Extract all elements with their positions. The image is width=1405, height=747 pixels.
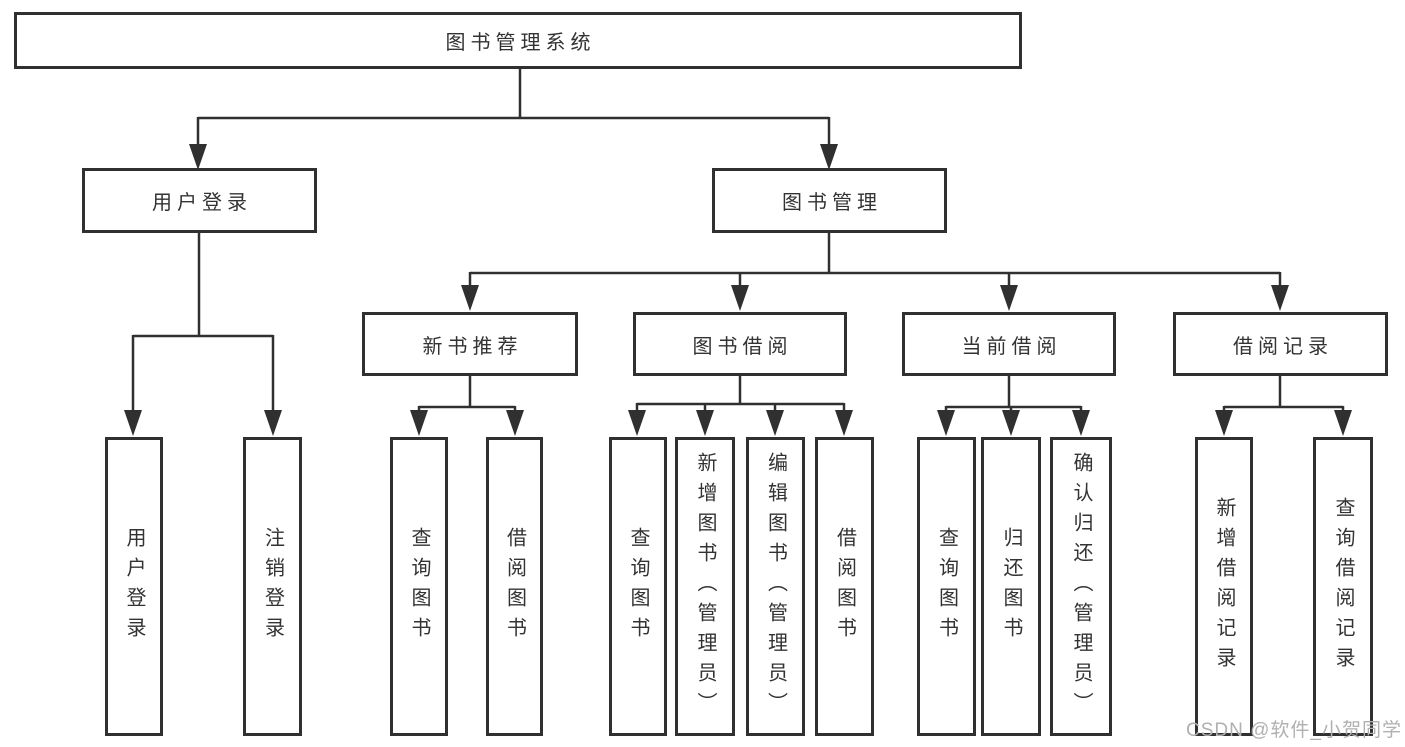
leaf-query-book-recommend: 查询图书: [390, 437, 448, 736]
leaf-return-book-label: 归还图书: [1000, 526, 1022, 647]
node-root-system-label: 图书管理系统: [445, 32, 596, 54]
node-new-book-recommend-label: 新书推荐: [422, 335, 523, 358]
csdn-watermark: CSDN @软件_小贺同学: [1186, 720, 1402, 741]
leaf-logout: 注销登录: [243, 437, 302, 736]
node-borrow-records-label: 借阅记录: [1233, 335, 1333, 358]
leaf-logout-label: 注销登录: [261, 526, 284, 647]
node-book-borrow: 图书借阅: [633, 312, 847, 376]
leaf-query-book-borrow-label: 查询图书: [627, 526, 649, 647]
leaf-query-book-recommend-label: 查询图书: [408, 526, 430, 647]
node-current-borrow-label: 当前借阅: [961, 335, 1062, 358]
node-book-management-module-label: 图书管理: [782, 192, 882, 214]
leaf-borrow-book: 借阅图书: [815, 437, 874, 736]
leaf-user-login: 用户登录: [105, 437, 163, 736]
node-user-login-module-label: 用户登录: [152, 192, 252, 214]
leaf-edit-book-admin: 编辑图书（管理员）: [746, 437, 805, 736]
leaf-query-borrow-record: 查询借阅记录: [1313, 437, 1373, 736]
arrowhead-icons: [124, 144, 1352, 436]
node-new-book-recommend: 新书推荐: [362, 312, 578, 376]
leaf-query-book-current: 查询图书: [917, 437, 976, 736]
leaf-query-book-borrow: 查询图书: [609, 437, 667, 736]
leaf-add-borrow-record: 新增借阅记录: [1195, 437, 1253, 736]
leaf-query-borrow-record-label: 查询借阅记录: [1332, 496, 1354, 677]
leaf-return-book: 归还图书: [981, 437, 1041, 736]
leaf-user-login-label: 用户登录: [123, 526, 145, 647]
leaf-confirm-return-admin-label: 确认归还（管理员）: [1070, 451, 1092, 722]
node-book-borrow-label: 图书借阅: [692, 335, 793, 358]
leaf-borrow-book-recommend: 借阅图书: [486, 437, 543, 736]
leaf-borrow-book-label: 借阅图书: [833, 526, 856, 647]
node-current-borrow: 当前借阅: [902, 312, 1116, 376]
leaf-edit-book-admin-label: 编辑图书（管理员）: [764, 451, 787, 722]
leaf-add-book-admin: 新增图书（管理员）: [675, 437, 735, 736]
leaf-query-book-current-label: 查询图书: [935, 526, 958, 647]
leaf-confirm-return-admin: 确认归还（管理员）: [1050, 437, 1112, 736]
node-borrow-records: 借阅记录: [1173, 312, 1388, 376]
node-user-login-module: 用户登录: [82, 168, 317, 233]
node-root-system: 图书管理系统: [14, 12, 1022, 69]
leaf-borrow-book-recommend-label: 借阅图书: [503, 526, 526, 647]
leaf-add-borrow-record-label: 新增借阅记录: [1213, 496, 1235, 677]
node-book-management-module: 图书管理: [712, 168, 947, 233]
leaf-add-book-admin-label: 新增图书（管理员）: [694, 451, 716, 722]
